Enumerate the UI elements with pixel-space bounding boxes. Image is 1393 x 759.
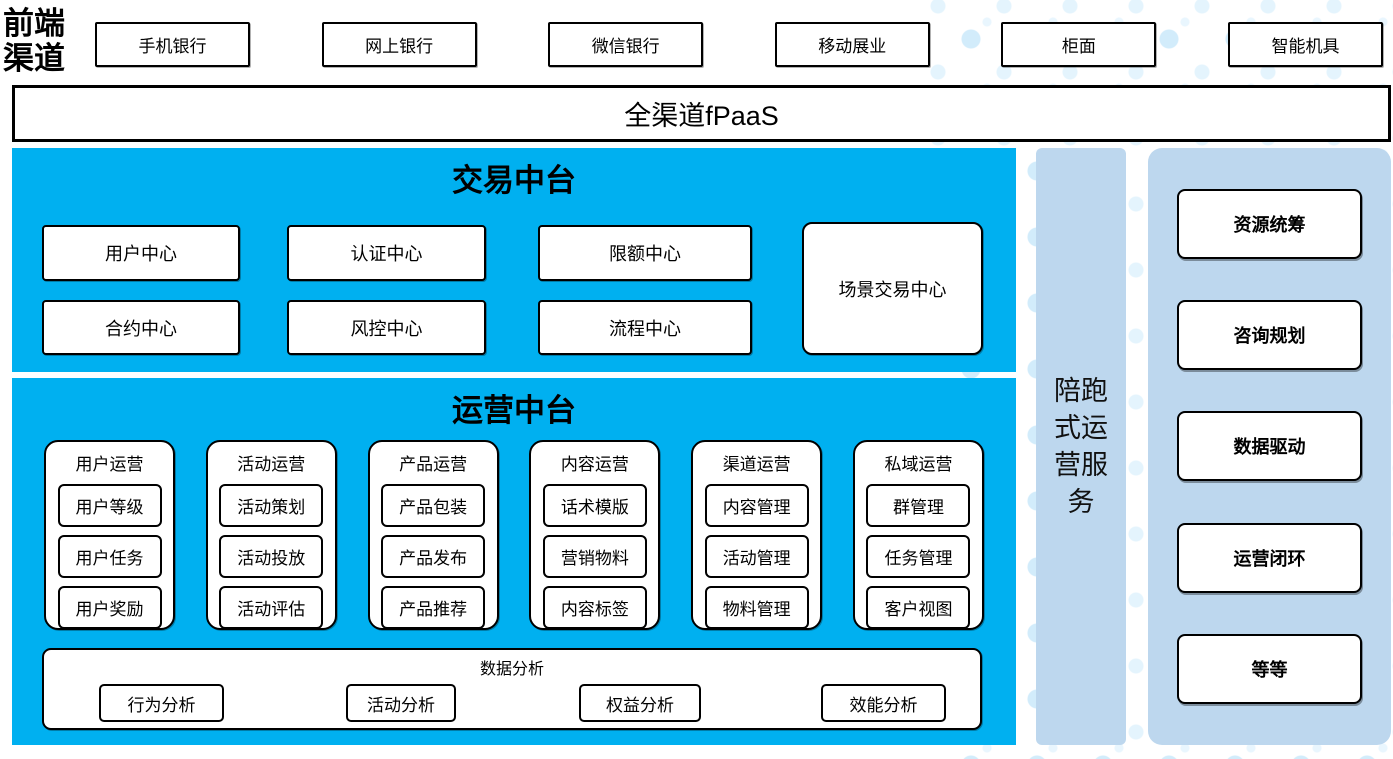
ops-column-channel: 渠道运营 内容管理 活动管理 物料管理 [691, 440, 823, 630]
front-channels-label: 前端渠道 [3, 6, 65, 76]
list-item: 客户视图 [866, 586, 971, 629]
resource-coordination-box: 资源统筹 [1177, 189, 1362, 260]
list-item: 话术模版 [542, 484, 647, 527]
list-item: 群管理 [866, 484, 971, 527]
data-driven-box: 数据驱动 [1177, 411, 1362, 482]
ops-column-title: 产品运营 [399, 455, 468, 474]
consulting-planning-box: 咨询规划 [1177, 300, 1362, 371]
trade-platform-panel: 交易中台 用户中心 认证中心 限额中心 合约中心 风控中心 流程中心 场景交易中… [12, 148, 1016, 372]
list-item: 产品发布 [381, 535, 486, 578]
fpaas-label: 全渠道fPaaS [624, 101, 779, 131]
side-service-strip: 陪跑式运营服务 [1036, 148, 1126, 745]
benefit-analysis-box: 权益分析 [579, 684, 701, 722]
channel-label: 移动展业 [818, 37, 887, 56]
channel-online-banking: 网上银行 [321, 22, 477, 67]
data-analysis-container: 数据分析 行为分析 活动分析 权益分析 效能分析 [42, 648, 982, 730]
operation-platform-title: 运营中台 [452, 393, 576, 428]
contract-center-box: 合约中心 [42, 300, 240, 355]
process-center-box: 流程中心 [538, 300, 752, 355]
auth-center-box: 认证中心 [287, 225, 486, 281]
list-item: 活动管理 [704, 535, 809, 578]
list-item: 活动投放 [219, 535, 324, 578]
risk-center-box: 风控中心 [287, 300, 486, 355]
list-item: 内容标签 [542, 586, 647, 629]
ops-column-title: 内容运营 [560, 455, 629, 474]
right-services-panel: 资源统筹 咨询规划 数据驱动 运营闭环 等等 [1148, 148, 1391, 745]
data-analysis-title: 数据分析 [479, 661, 544, 678]
channel-label: 微信银行 [591, 37, 660, 56]
operation-columns: 用户运营 用户等级 用户任务 用户奖励 活动运营 活动策划 活动投放 活动评估 … [44, 440, 984, 630]
etc-box: 等等 [1177, 633, 1362, 704]
list-item: 产品推荐 [381, 586, 486, 629]
list-item: 任务管理 [866, 535, 971, 578]
ops-column-user: 用户运营 用户等级 用户任务 用户奖励 [44, 440, 175, 630]
activity-analysis-box: 活动分析 [346, 684, 456, 722]
channel-wechat-banking: 微信银行 [548, 22, 704, 67]
list-item: 内容管理 [704, 484, 809, 527]
list-item: 营销物料 [542, 535, 647, 578]
list-item: 活动策划 [219, 484, 324, 527]
side-service-label: 陪跑式运营服务 [1054, 375, 1108, 517]
fpaas-bar: 全渠道fPaaS [12, 85, 1391, 142]
list-item: 产品包装 [381, 484, 486, 527]
ops-column-title: 渠道运营 [722, 455, 791, 474]
channel-counter: 柜面 [1001, 22, 1157, 67]
scenario-trade-center-box: 场景交易中心 [802, 222, 983, 355]
ops-column-title: 用户运营 [75, 455, 144, 474]
trade-platform-title: 交易中台 [452, 163, 576, 198]
channel-label: 柜面 [1061, 37, 1096, 56]
channel-label: 手机银行 [138, 37, 207, 56]
list-item: 用户奖励 [57, 586, 162, 629]
ops-column-private-domain: 私域运营 群管理 任务管理 客户视图 [852, 440, 984, 630]
list-item: 用户任务 [57, 535, 162, 578]
channel-mobile-banking: 手机银行 [95, 22, 250, 67]
ops-column-title: 活动运营 [237, 455, 306, 474]
front-channels-row: 手机银行 网上银行 微信银行 移动展业 柜面 智能机具 [95, 22, 1383, 67]
list-item: 物料管理 [704, 586, 809, 629]
ops-column-product: 产品运营 产品包装 产品发布 产品推荐 [367, 440, 499, 630]
channel-smart-devices: 智能机具 [1227, 22, 1383, 67]
ops-column-content: 内容运营 话术模版 营销物料 内容标签 [529, 440, 661, 630]
user-center-box: 用户中心 [42, 225, 240, 281]
channel-label: 智能机具 [1271, 37, 1340, 56]
list-item: 用户等级 [57, 484, 162, 527]
ops-column-activity: 活动运营 活动策划 活动投放 活动评估 [205, 440, 337, 630]
efficiency-analysis-box: 效能分析 [821, 684, 946, 722]
channel-mobile-marketing: 移动展业 [774, 22, 930, 67]
list-item: 活动评估 [219, 586, 324, 629]
channel-label: 网上银行 [365, 37, 434, 56]
operation-platform-panel: 运营中台 用户运营 用户等级 用户任务 用户奖励 活动运营 活动策划 活动投放 … [12, 378, 1016, 745]
ops-column-title: 私域运营 [884, 455, 953, 474]
behavior-analysis-box: 行为分析 [99, 684, 224, 722]
limit-center-box: 限额中心 [538, 225, 752, 281]
operation-loop-box: 运营闭环 [1177, 522, 1362, 593]
